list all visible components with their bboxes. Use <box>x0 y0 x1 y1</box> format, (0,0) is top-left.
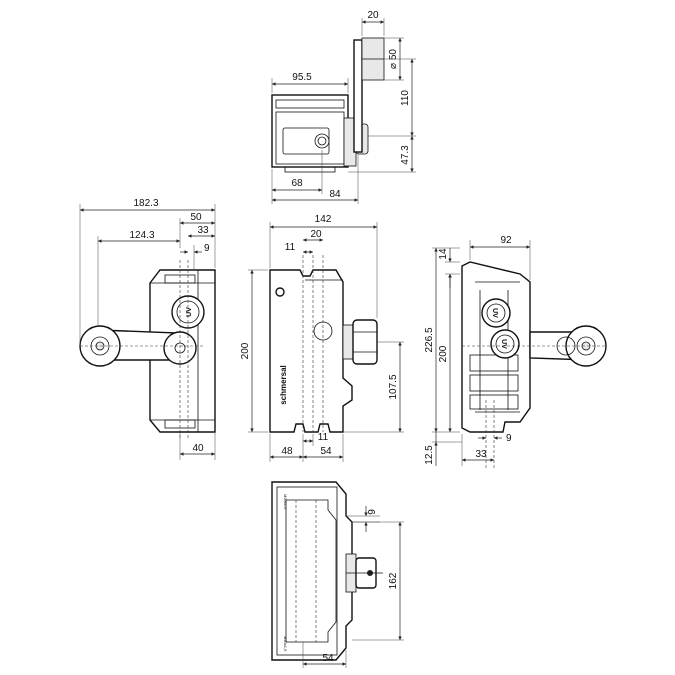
dim-right-200: 200 <box>438 345 449 362</box>
top-view-bore <box>314 133 330 149</box>
dim-bottom-54: 54 <box>322 653 334 664</box>
bottom-view: M20x1,5 M20x1,5 9 162 54 <box>271 481 404 668</box>
dim-top-47-3: 47.3 <box>400 145 411 165</box>
right-uv-mark-mid: UV <box>500 339 507 349</box>
dim-top-20: 20 <box>367 10 379 21</box>
dim-right-12-5: 12.5 <box>424 445 435 465</box>
front-view-housing <box>269 269 353 433</box>
dim-left-33: 33 <box>197 225 209 236</box>
dim-bottom-9: 9 <box>367 509 378 515</box>
dim-front-107-5: 107.5 <box>388 374 399 399</box>
front-view-screw <box>275 287 285 297</box>
right-view: UV UV 92 14 226.5 200 12.5 <box>424 235 607 470</box>
dim-top-95-5: 95.5 <box>292 72 312 83</box>
dim-left-9: 9 <box>204 243 210 254</box>
dim-right-14: 14 <box>438 248 449 260</box>
bottom-view-housing <box>271 481 353 661</box>
front-view-shaft-collar <box>342 324 354 360</box>
dim-left-50: 50 <box>190 212 202 223</box>
right-uv-mark-top: UV <box>491 308 498 318</box>
dim-left-40: 40 <box>192 443 204 454</box>
dim-left-182-3: 182.3 <box>133 198 158 209</box>
brand-logo: schmersal <box>279 365 288 405</box>
left-uv-mark: UV <box>186 307 193 317</box>
dim-front-200: 200 <box>240 342 251 359</box>
dim-right-226-5: 226.5 <box>424 327 435 352</box>
front-view-roller-hub <box>352 319 378 365</box>
dim-front-54: 54 <box>320 446 332 457</box>
left-view: UV 182.3 50 33 124.3 9 40 <box>79 198 216 460</box>
dim-top-68: 68 <box>291 178 303 189</box>
right-view-uv-knob-mid <box>490 329 520 359</box>
dim-top-84: 84 <box>329 189 341 200</box>
port-label-top: M20x1,5 <box>283 494 288 510</box>
dim-front-142: 142 <box>315 214 332 225</box>
top-view: 20 ⌀ 50 95.5 110 47.3 68 84 <box>271 10 416 204</box>
port-label-bottom: M20x1,5 <box>283 636 288 652</box>
front-view: schmersal 142 20 11 200 107.5 11 <box>240 214 404 462</box>
dim-front-11-top: 11 <box>285 242 296 253</box>
dim-front-20: 20 <box>310 229 322 240</box>
dim-right-9: 9 <box>506 433 512 444</box>
dim-left-124-3: 124.3 <box>129 230 154 241</box>
dim-top-110: 110 <box>400 90 411 106</box>
dim-front-11-bottom: 11 <box>318 432 329 443</box>
dim-right-33: 33 <box>475 449 487 460</box>
dim-right-92: 92 <box>500 235 512 246</box>
top-view-housing <box>271 94 349 168</box>
top-view-lever-arm <box>353 39 363 153</box>
right-view-uv-knob-top <box>481 298 511 328</box>
dim-bottom-162: 162 <box>388 572 399 589</box>
dim-front-48: 48 <box>281 446 293 457</box>
